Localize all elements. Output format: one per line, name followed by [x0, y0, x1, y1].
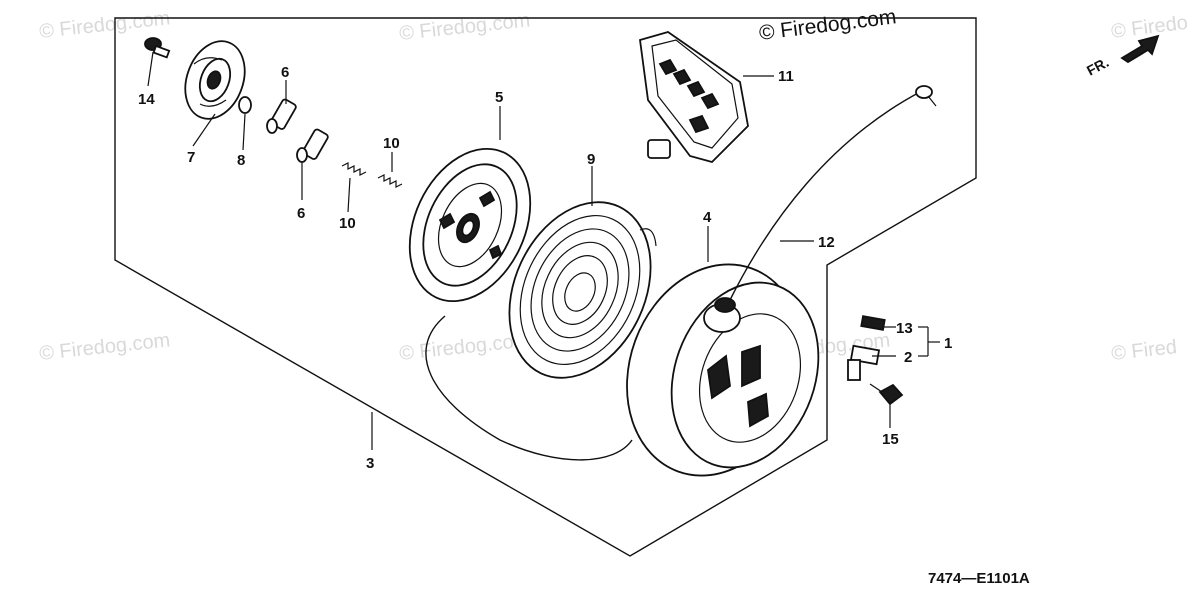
callout-5: 5 — [495, 89, 503, 106]
callout-8: 8 — [237, 152, 245, 169]
part-7-ratchet-plate — [184, 40, 246, 120]
callout-6-lower: 6 — [297, 205, 305, 222]
callout-11: 11 — [778, 68, 794, 85]
part-5-reel — [408, 147, 532, 303]
part-13-nut — [860, 315, 886, 331]
assembly-boundary — [114, 17, 977, 557]
part-6-pawl-lower — [296, 128, 329, 163]
callout-1: 1 — [944, 335, 952, 352]
part-6-pawl-upper — [266, 98, 297, 134]
watermark-text: © Fired — [1110, 336, 1178, 365]
part-10-spring-right — [377, 174, 403, 188]
callout-6-upper: 6 — [281, 64, 289, 81]
front-arrow-icon — [1120, 34, 1160, 64]
part-10-spring-left — [341, 162, 367, 176]
watermark-text: © Firedog.com — [398, 9, 531, 45]
part-11-starter-grip — [639, 31, 749, 164]
part-3-starter-rope — [425, 315, 633, 461]
callout-2: 2 — [904, 349, 912, 366]
diagram-code: 7474—E1101A — [928, 570, 1030, 587]
callout-4: 4 — [703, 209, 712, 226]
part-8-clip — [238, 96, 252, 114]
part-4-starter-case — [626, 263, 820, 477]
part-2-bracket — [847, 344, 881, 381]
callout-13: 13 — [896, 320, 913, 337]
callout-15: 15 — [882, 431, 899, 448]
callout-3: 3 — [366, 455, 374, 472]
callout-7: 7 — [187, 149, 195, 166]
leader-lines — [147, 51, 940, 450]
front-direction-indicator: FR. — [1084, 34, 1160, 79]
callout-14: 14 — [138, 91, 155, 108]
callout-10-upper: 10 — [383, 135, 400, 152]
callout-9: 9 — [587, 151, 595, 168]
part-14-screw — [144, 37, 171, 59]
front-label: FR. — [1084, 54, 1111, 79]
part-9-recoil-spring — [508, 201, 657, 379]
rope-knot — [915, 85, 937, 107]
watermark-text: © Firedog.com — [38, 329, 171, 365]
callout-10-lower: 10 — [339, 215, 356, 232]
watermark-text: © Firedog.com — [758, 5, 898, 45]
part-12-handle-rope — [729, 91, 921, 301]
callout-12: 12 — [818, 234, 835, 251]
part-15-bolt — [869, 383, 904, 406]
